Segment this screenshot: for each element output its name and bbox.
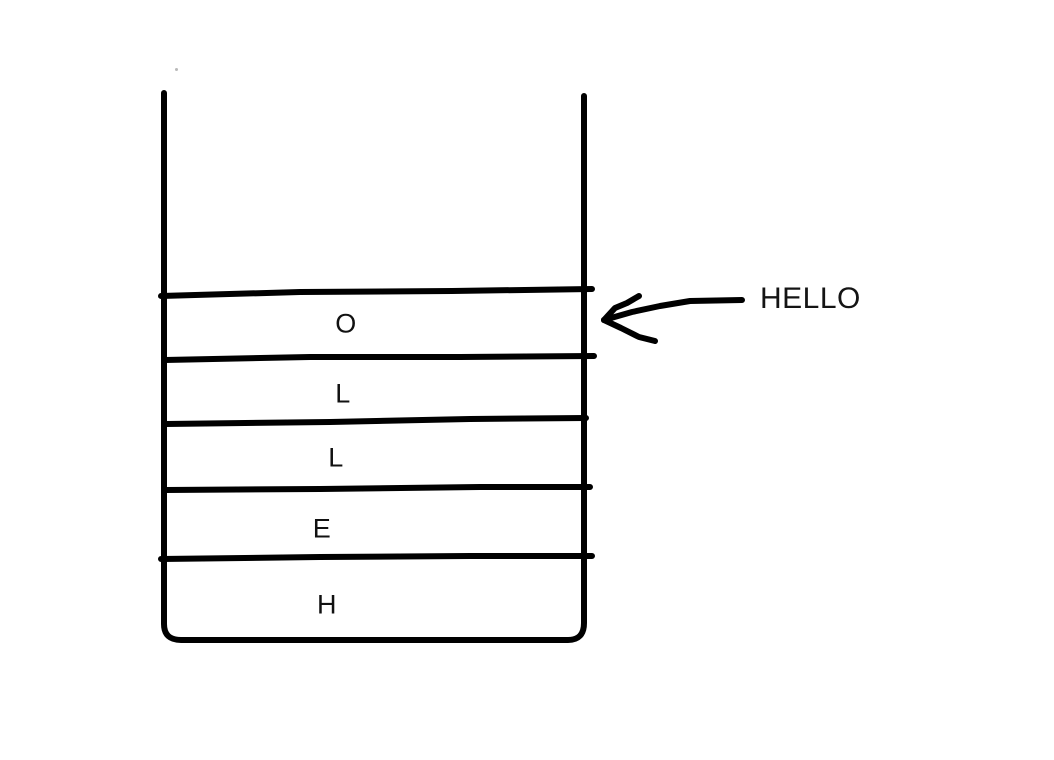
stack-cell-l-upper-label: L <box>335 378 351 409</box>
stack-divider-l-e <box>163 484 593 493</box>
stack-divider-top <box>158 286 595 299</box>
pointer-arrow-barb-upper <box>601 293 642 323</box>
stack-divider-o-l <box>162 353 597 363</box>
stack-divider-l-l <box>163 415 589 427</box>
stack-container-outline <box>161 90 587 643</box>
stack-cell-l-lower-label: L <box>328 442 344 473</box>
stack-cell-e-label: E <box>312 513 332 544</box>
stack-cell-o-label: O <box>335 308 357 339</box>
pointer-arrow-barb-lower <box>601 317 658 344</box>
pointer-arrow-shaft <box>601 297 745 323</box>
stray-speck <box>175 68 178 71</box>
stack-cell-h-label: H <box>317 589 337 620</box>
stack-divider-e-h <box>158 553 595 562</box>
hello-annotation-label: HELLO <box>760 282 861 315</box>
